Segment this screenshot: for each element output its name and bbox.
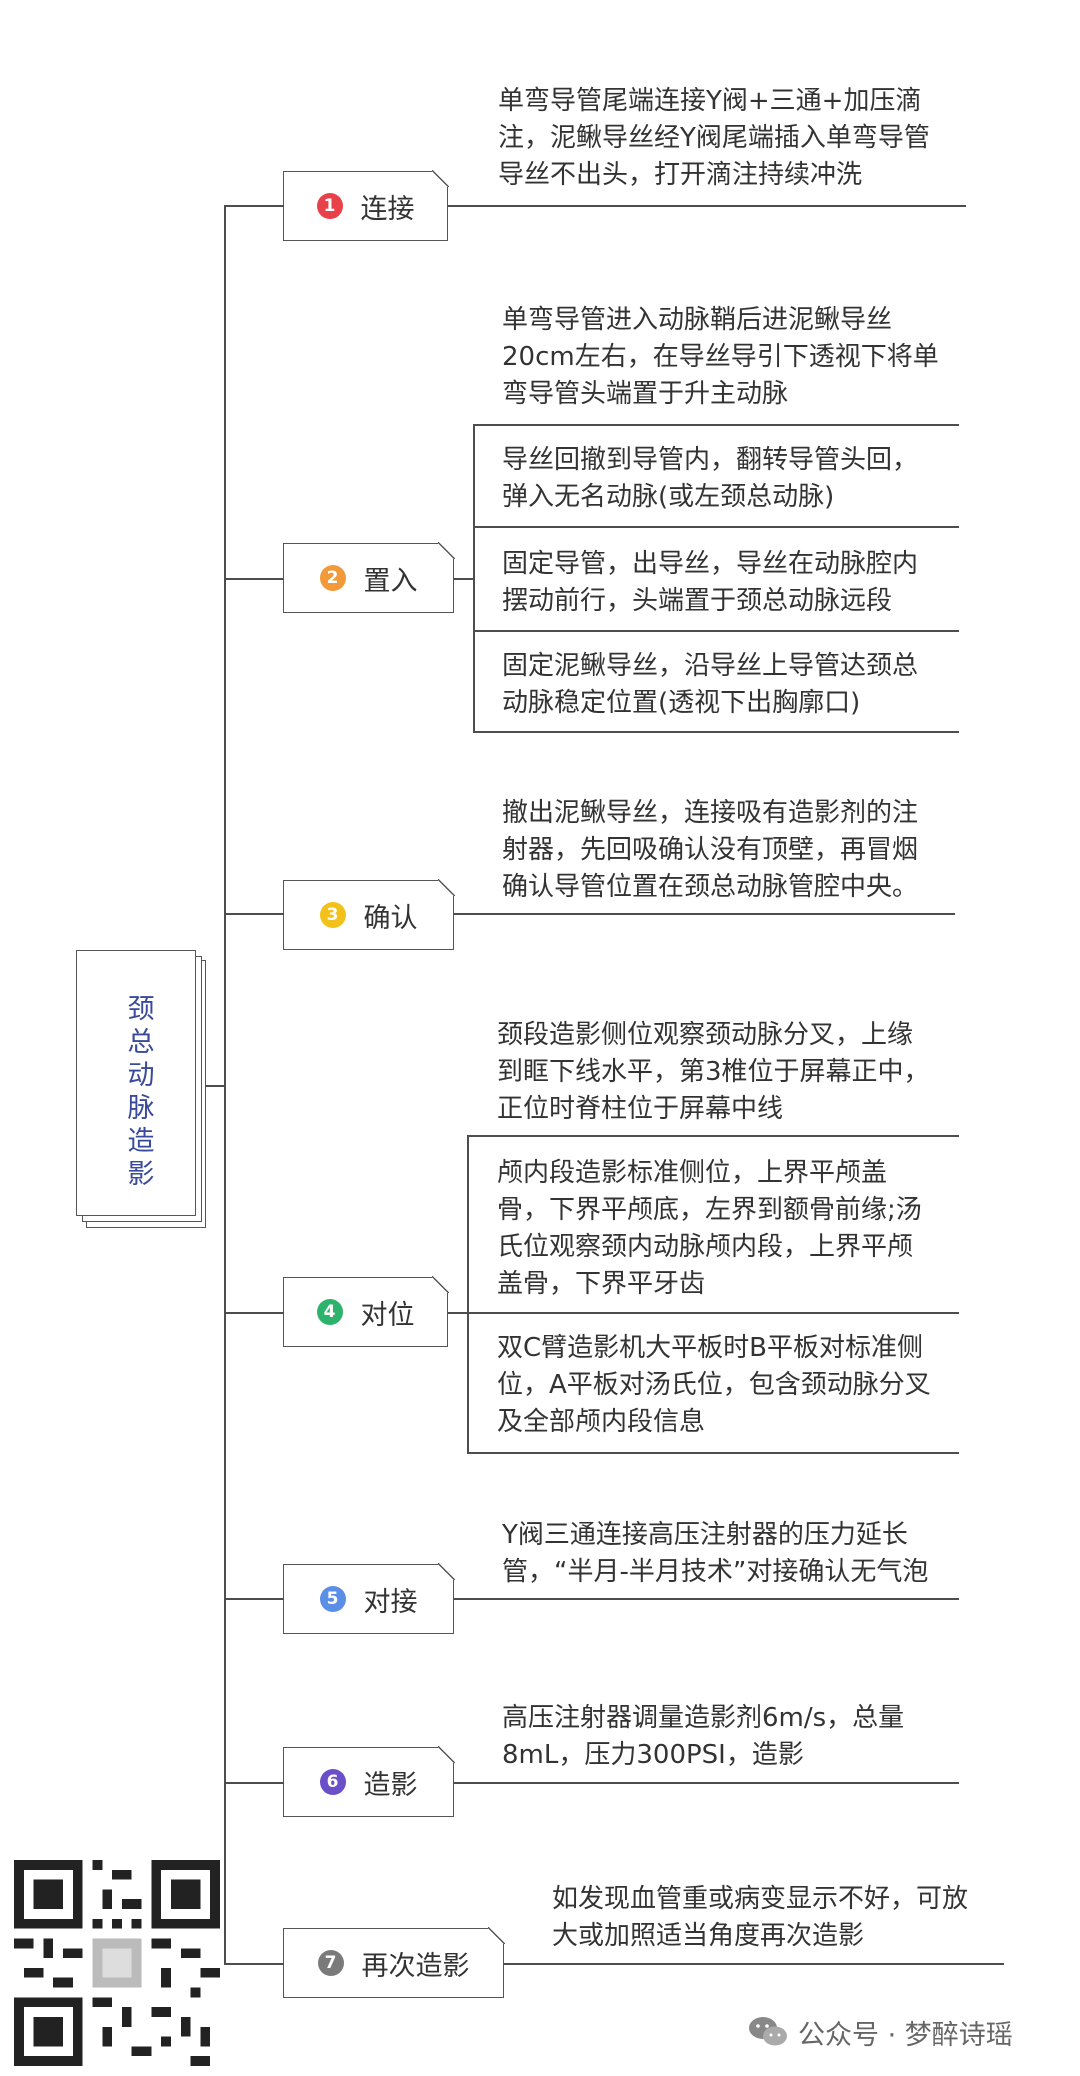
branch-3 (224, 913, 284, 915)
watermark: 公众号 · 梦醉诗瑶 (748, 2012, 1013, 2052)
step-label: 确认 (363, 902, 418, 934)
step4-bracket (467, 1135, 469, 1453)
detail-confirm: 撤出泥鳅导丝，连接吸有造影剂的注 射器，先回吸确认没有顶壁，再冒烟 确认导管位置… (502, 798, 919, 902)
root-connector (198, 1085, 226, 1087)
main-trunk (224, 205, 226, 1964)
detail-line-2d (473, 731, 959, 733)
detail-line-5 (454, 1598, 959, 1600)
root-title: 颈总动脉造影 (122, 994, 154, 1192)
branch-4 (224, 1312, 284, 1314)
branch-1 (224, 205, 284, 207)
step-node-align: 4 对位 (283, 1276, 449, 1347)
detail-line-2b (473, 526, 959, 528)
step-number-badge: 6 (319, 1769, 346, 1795)
step-number-badge: 2 (319, 565, 346, 591)
detail-line-4b (467, 1312, 959, 1314)
detail-line-2c (473, 630, 959, 632)
step2-bracket (473, 424, 475, 732)
detail-align-2: 颅内段造影标准侧位，上界平颅盖 骨，下界平颅底，左界到额骨前缘;汤 氏位观察颈内… (497, 1158, 922, 1299)
branch-7 (224, 1963, 284, 1965)
branch-6 (224, 1782, 284, 1784)
step-label: 造影 (363, 1769, 418, 1801)
step-node-repeat-angiography: 7 再次造影 (283, 1927, 505, 1998)
step-node-insert: 2 置入 (283, 542, 455, 613)
branch-5 (224, 1598, 284, 1600)
wechat-icon (749, 2017, 787, 2046)
step-node-connect: 1 连接 (283, 170, 449, 241)
detail-dock: Y阀三通连接高压注射器的压力延长 管，“半月-半月技术”对接确认无气泡 (502, 1520, 929, 1587)
detail-align-1: 颈段造影侧位观察颈动脉分叉，上缘 到眶下线水平，第3椎位于屏幕正中， 正位时脊柱… (497, 1020, 930, 1124)
step-number-badge: 3 (319, 902, 346, 928)
detail-line-4a (467, 1135, 959, 1137)
step4-stub (448, 1312, 468, 1314)
branch-2 (224, 578, 284, 580)
detail-insert-1: 单弯导管进入动脉鞘后进泥鳅导丝 20cm左右，在导丝导引下透视下将单 弯导管头端… (502, 305, 939, 409)
detail-insert-3: 固定导管，出导丝，导丝在动脉腔内 摆动前行，头端置于颈总动脉远段 (502, 549, 919, 616)
detail-insert-4: 固定泥鳅导丝，沿导丝上导管达颈总 动脉稳定位置(透视下出胸廓口) (502, 651, 919, 718)
step-number-badge: 7 (317, 1950, 344, 1976)
step-label: 连接 (360, 193, 415, 225)
step-node-dock: 5 对接 (283, 1563, 455, 1634)
detail-line-2a (473, 424, 959, 426)
detail-insert-2: 导丝回撤到导管内，翻转导管头回， 弹入无名动脉(或左颈总动脉) (502, 445, 919, 512)
step-number-badge: 4 (316, 1299, 343, 1325)
step-label: 置入 (363, 565, 418, 597)
step-label: 再次造影 (361, 1950, 470, 1982)
detail-connect: 单弯导管尾端连接Y阀+三通+加压滴 注，泥鳅导丝经Y阀尾端插入单弯导管 导丝不出… (498, 86, 930, 190)
root-node (76, 950, 196, 1216)
step-node-angiography: 6 造影 (283, 1746, 455, 1817)
step2-stub (454, 578, 474, 580)
detail-repeat-angiography: 如发现血管重或病变显示不好，可放 大或加照适当角度再次造影 (552, 1884, 969, 1951)
step-label: 对接 (363, 1586, 418, 1618)
detail-angiography: 高压注射器调量造影剂6m/s，总量 8mL，压力300PSI，造影 (502, 1703, 905, 1770)
step-node-confirm: 3 确认 (283, 879, 455, 950)
step-label: 对位 (360, 1299, 415, 1331)
detail-line-3 (454, 913, 955, 915)
step-number-badge: 1 (316, 193, 343, 219)
detail-line-6 (454, 1782, 959, 1784)
qr-code-icon (14, 1860, 220, 2066)
watermark-text: 公众号 · 梦醉诗瑶 (798, 2019, 1013, 2051)
detail-line-1 (448, 205, 966, 207)
detail-line-4c (467, 1452, 959, 1454)
detail-line-7 (504, 1963, 1004, 1965)
step-number-badge: 5 (319, 1586, 346, 1612)
detail-align-3: 双C臂造影机大平板时B平板对标准侧 位，A平板对汤氏位，包含颈动脉分叉 及全部颅… (497, 1333, 931, 1437)
